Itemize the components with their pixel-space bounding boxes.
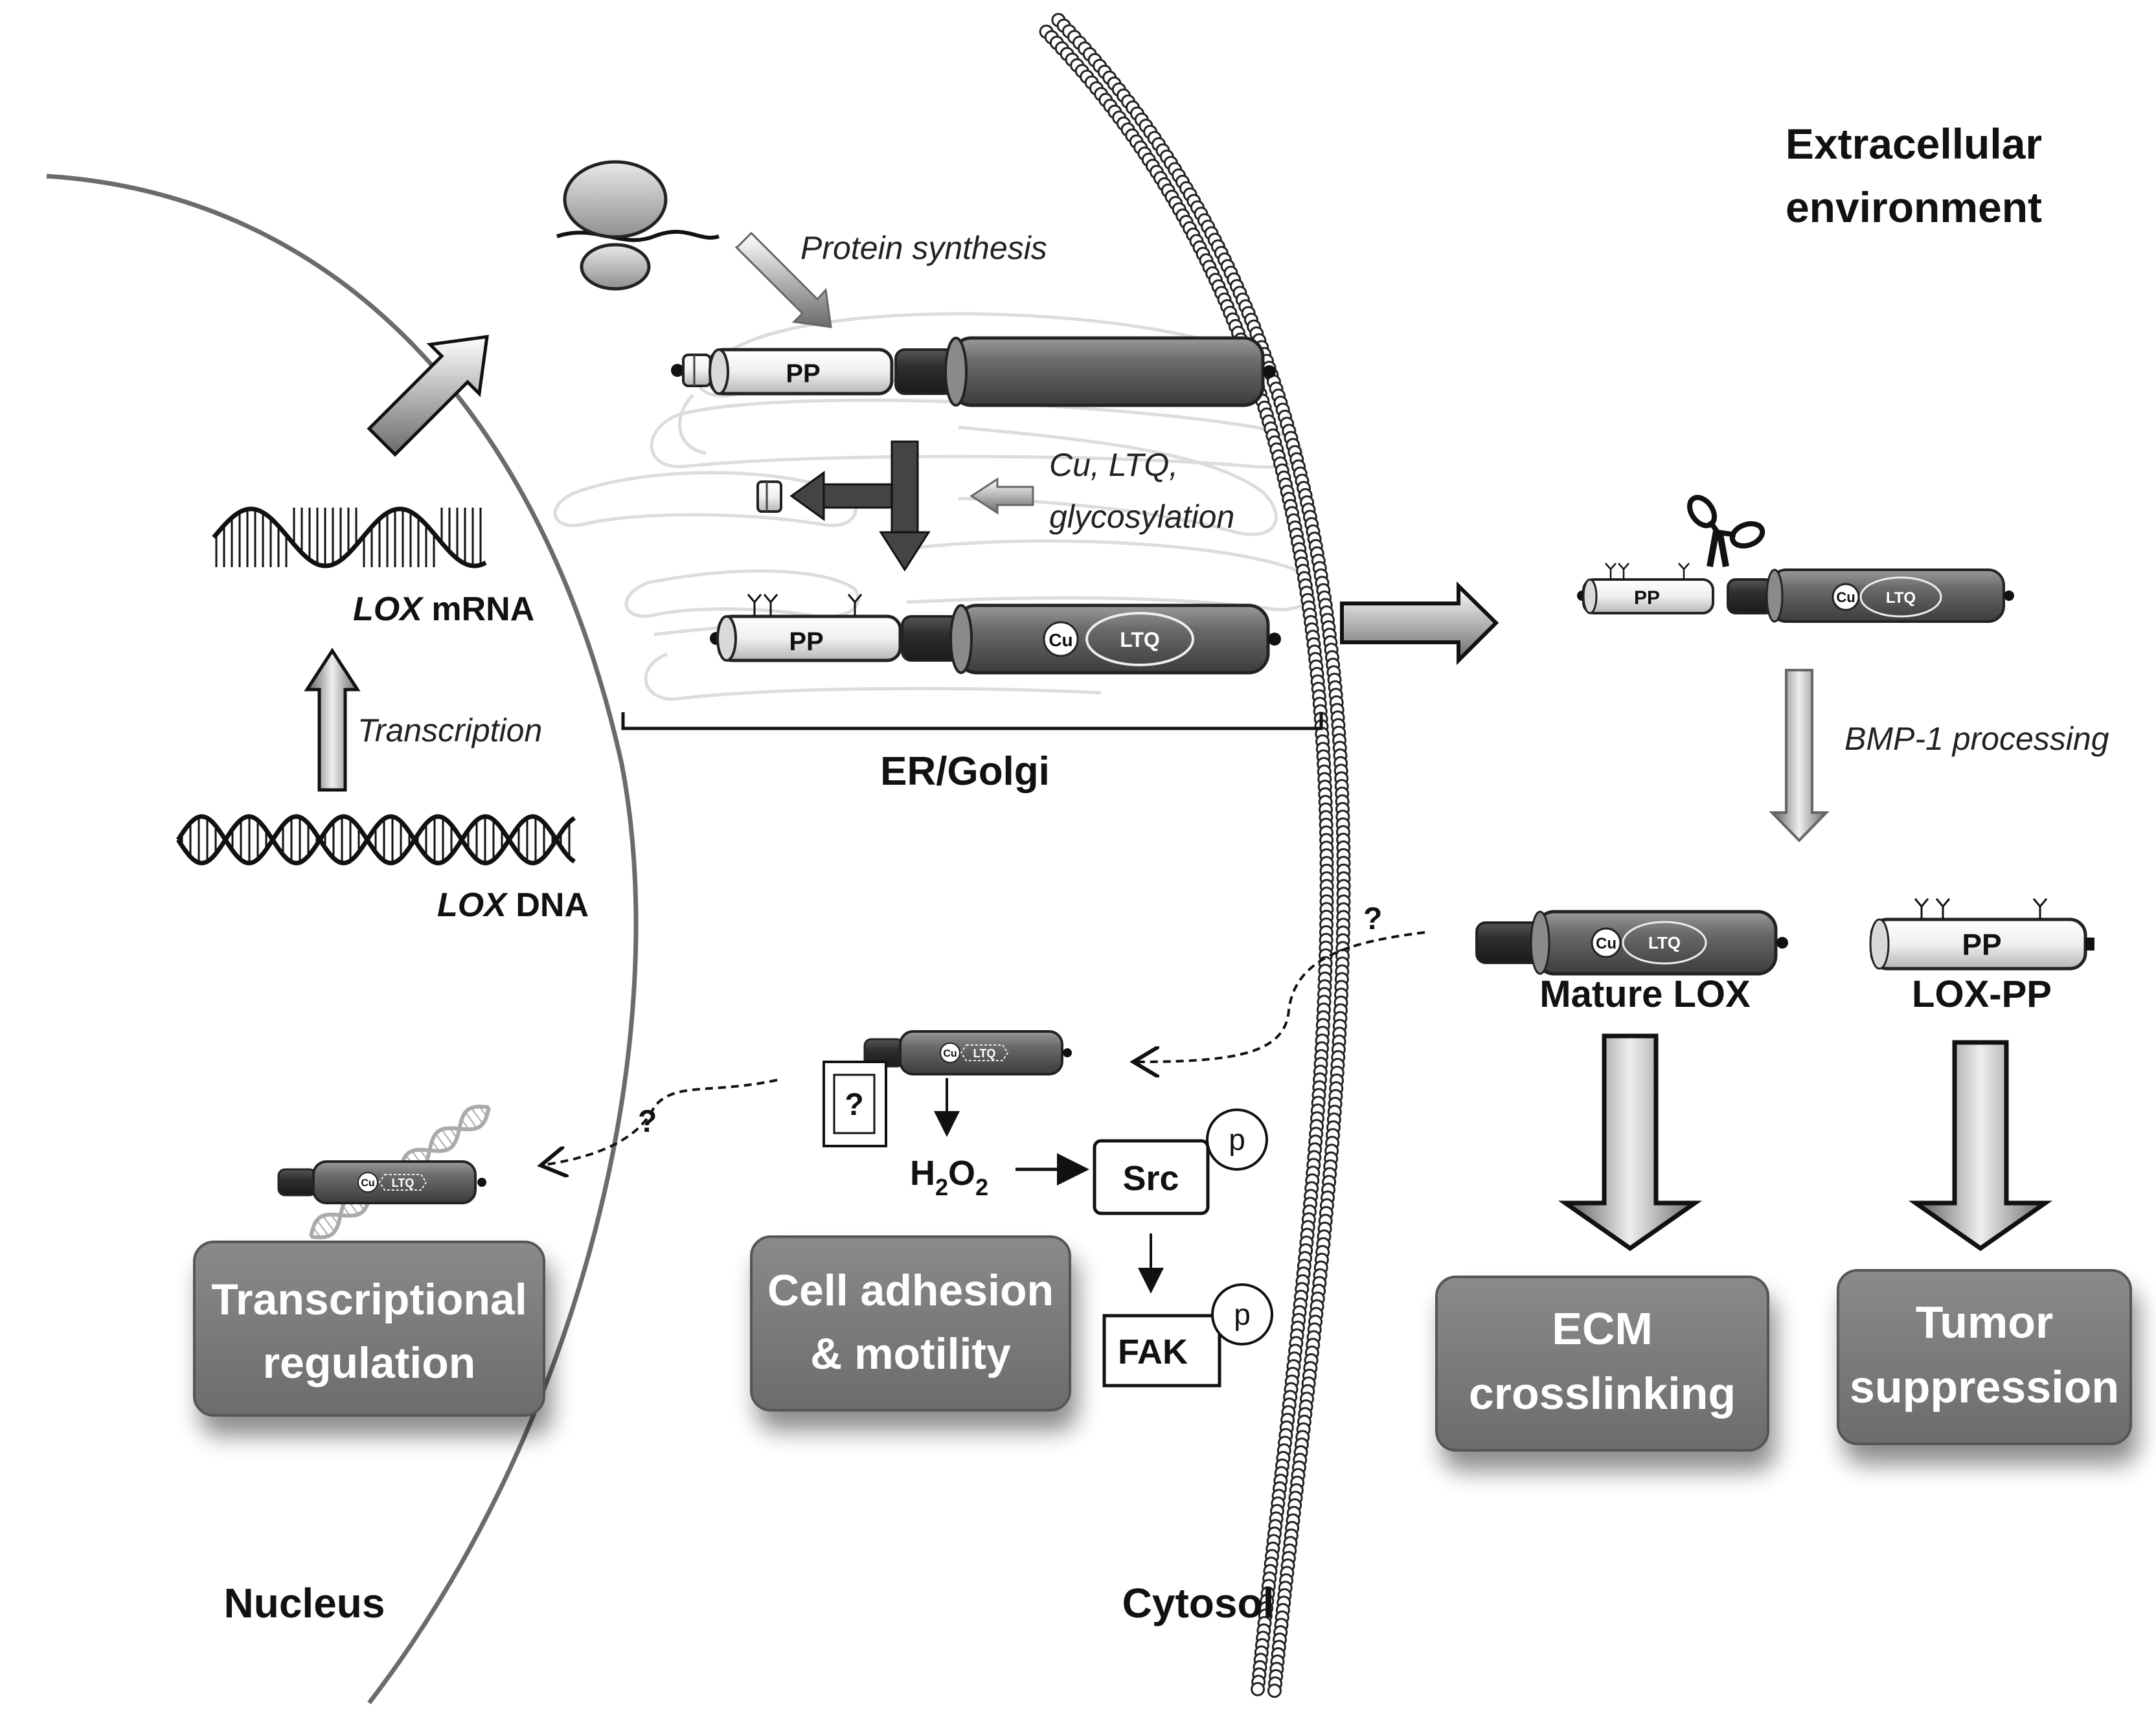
tumor-suppression-box [1837, 1269, 2132, 1445]
h2o2-label: H2O2 [910, 1154, 988, 1200]
cofactors-label-1: Cu, LTQ, [1049, 447, 1178, 483]
bmp1-processing-label: BMP-1 processing [1844, 721, 2109, 757]
lox-pp-label: LOX-PP [1912, 973, 2052, 1015]
er-processing-arrows [756, 440, 1034, 572]
tumor-label-2: suppression [1850, 1362, 2119, 1412]
ecm-label-1: ECM [1552, 1303, 1653, 1354]
cytosolic-lox-protein: Cu LTQ [863, 1030, 1072, 1075]
transcription-arrow [304, 647, 361, 792]
ribosome-icon [556, 160, 720, 291]
pp-domain-label: PP [786, 359, 820, 388]
extracellular-pro-lox: PP Cu LTQ [1577, 563, 2014, 623]
pro-lox-protein: PP Cu LTQ [710, 594, 1281, 675]
extracellular-label-2: environment [1786, 183, 2042, 231]
lox-dna-label: LOX DNA [437, 886, 589, 924]
unknown-partner-box: ? [823, 1061, 887, 1147]
transcription-label: Transcription [357, 712, 542, 748]
cu-label: Cu [943, 1048, 957, 1059]
cell-adhesion-label-1: Cell adhesion [767, 1266, 1054, 1315]
lox-reentry-dashed-arrow [1133, 931, 1425, 1062]
prepro-lox-protein: PP [671, 336, 1276, 407]
pp-domain-label: PP [789, 627, 823, 656]
cytosol-label: Cytosol [1122, 1580, 1275, 1626]
nucleus-label: Nucleus [224, 1580, 385, 1626]
ltq-label: LTQ [973, 1047, 996, 1060]
transcriptional-regulation-box [193, 1241, 545, 1417]
svg-text:FAK: FAK [1118, 1333, 1188, 1371]
ecm-label-2: crosslinking [1469, 1368, 1736, 1419]
lox-mrna-icon [212, 506, 487, 568]
tumor-label-1: Tumor [1916, 1297, 2054, 1347]
nuclear-lox-on-dna: Cu LTQ [277, 1105, 491, 1239]
cu-label: Cu [361, 1178, 374, 1189]
phospho-label: p [1234, 1298, 1251, 1331]
er-golgi-label: ER/Golgi [880, 749, 1050, 794]
pp-domain-label: PP [1962, 928, 2001, 962]
fak-kinase: FAK p [1102, 1283, 1273, 1388]
cu-label: Cu [1049, 630, 1072, 650]
lox-to-nucleus-dashed-arrow [541, 1079, 778, 1165]
bmp1-processing-arrow [1769, 669, 1830, 842]
protein-synthesis-label: Protein synthesis [800, 230, 1047, 266]
pp-domain-label: PP [1634, 587, 1660, 609]
ltq-label: LTQ [1648, 933, 1681, 952]
export-arrow [367, 335, 489, 457]
cell-adhesion-label-2: & motility [810, 1329, 1011, 1378]
lox-mrna-label: LOX mRNA [353, 591, 534, 628]
secretion-arrow [1340, 581, 1499, 666]
protein-synthesis-arrow [734, 231, 832, 328]
scissors-icon [1686, 495, 1765, 567]
plasma-membrane [1039, 12, 1351, 1698]
tumor-arrow [1908, 1040, 2053, 1252]
ltq-label: LTQ [1886, 589, 1916, 607]
cofactors-label-2: glycosylation [1049, 499, 1234, 535]
extracellular-label-1: Extracellular [1786, 120, 2042, 168]
ltq-label: LTQ [392, 1176, 414, 1189]
ecm-crosslinking-box [1435, 1276, 1769, 1452]
src-kinase: Src p [1093, 1108, 1268, 1215]
cell-adhesion-box [750, 1235, 1071, 1412]
phospho-label: p [1229, 1123, 1245, 1156]
svg-text:?: ? [845, 1088, 863, 1122]
lox-pp-protein: PP [1869, 898, 2094, 971]
ecm-arrow [1558, 1033, 1703, 1252]
cu-label: Cu [1596, 935, 1617, 952]
mature-lox-protein: Cu LTQ [1475, 910, 1788, 976]
unknown-import-label: ? [1363, 902, 1382, 936]
transcriptional-label-1: Transcriptional [211, 1275, 527, 1324]
unknown-nuclear-label: ? [638, 1105, 657, 1139]
transcriptional-label-2: regulation [263, 1338, 476, 1388]
nuclear-envelope [46, 174, 639, 1705]
svg-text:Src: Src [1122, 1159, 1179, 1198]
er-golgi-bracket [621, 712, 1323, 730]
mature-lox-label: Mature LOX [1539, 973, 1751, 1015]
lox-dna-helix-icon [176, 814, 576, 866]
ltq-label: LTQ [1120, 628, 1160, 651]
cu-label: Cu [1836, 589, 1855, 605]
